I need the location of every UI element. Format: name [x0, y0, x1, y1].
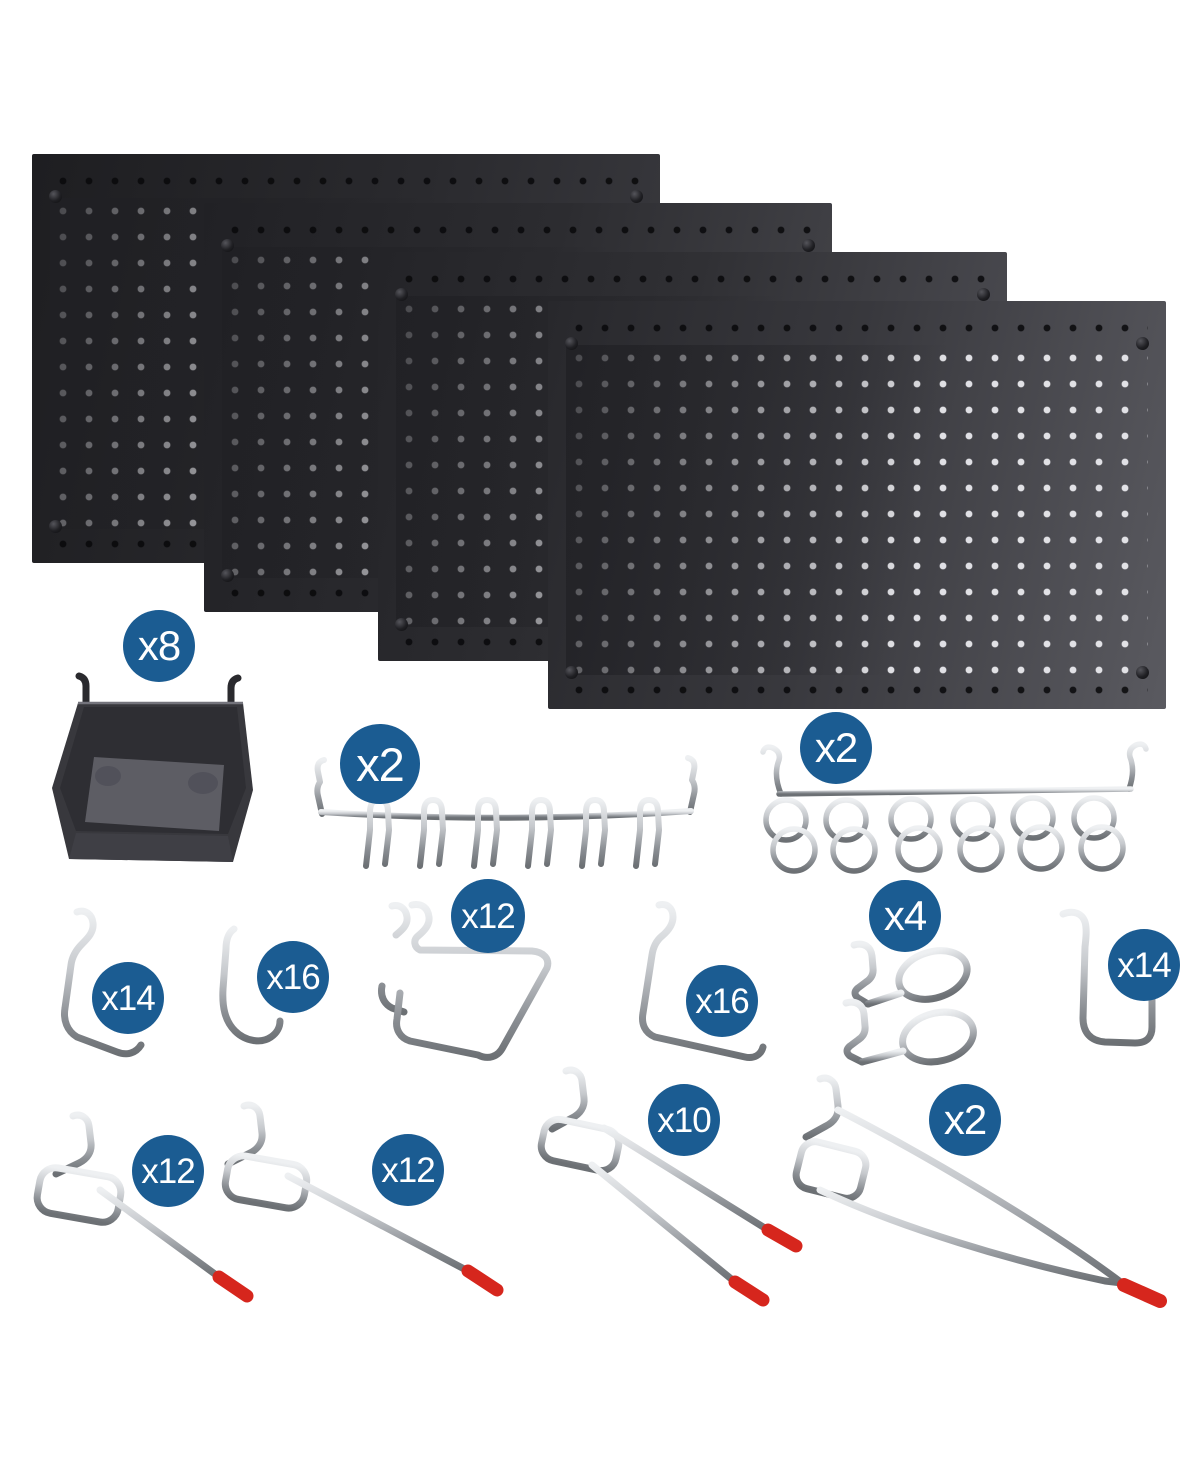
- pegboard-top-holes: [222, 217, 814, 243]
- qty-label: x2: [943, 1096, 987, 1143]
- storage-bin: [52, 672, 253, 862]
- qty-label: x10: [657, 1100, 711, 1140]
- qty-label: x14: [101, 978, 155, 1018]
- red-tip: [1117, 1278, 1167, 1308]
- qty-badge-angle-hook-large: x16: [686, 965, 758, 1037]
- red-tip: [212, 1270, 254, 1303]
- screw-icon: [395, 288, 408, 301]
- qty-badge-peg-hook-short: x12: [132, 1135, 204, 1207]
- j-hook: [219, 925, 284, 1045]
- curved-safety-hook: [393, 901, 552, 1061]
- qty-label: x16: [695, 981, 749, 1021]
- screw-icon: [630, 190, 643, 203]
- curved-safety-hook-rear: [378, 902, 411, 1016]
- curl-loop-hook: [842, 940, 977, 1066]
- qty-label: x8: [137, 622, 181, 669]
- curl-hook-rack: [760, 741, 1149, 874]
- peg-hook-short: [33, 1111, 223, 1281]
- qty-badge-scan-hook-double: x2: [929, 1084, 1001, 1156]
- pegboard-bottom-holes: [566, 677, 1148, 703]
- qty-label: x12: [461, 896, 515, 936]
- red-tip: [728, 1275, 770, 1307]
- qty-badge-angle-hook-small: x14: [92, 962, 164, 1034]
- qty-badge-curl-hook-rack: x2: [800, 712, 872, 784]
- peg-hook-medium: [221, 1101, 472, 1275]
- qty-label: x12: [381, 1150, 435, 1190]
- pegboard-top-holes: [396, 266, 989, 292]
- screw-icon: [49, 190, 62, 203]
- qty-badge-j-hook: x16: [257, 941, 329, 1013]
- square-hook: [1059, 908, 1156, 1047]
- qty-badge-curl-loop-hook: x4: [869, 880, 941, 952]
- qty-badge-square-hook: x14: [1108, 929, 1180, 1001]
- screw-icon: [1136, 666, 1149, 679]
- screw-icon: [802, 239, 815, 252]
- qty-label: x2: [814, 724, 858, 771]
- qty-badge-peg-hook-medium: x12: [372, 1134, 444, 1206]
- angle-hook-small: [61, 907, 145, 1058]
- screw-icon: [565, 337, 578, 350]
- pegboard-hole-grid: [566, 345, 1148, 675]
- screw-icon: [49, 520, 62, 533]
- angle-hook-large: [639, 901, 767, 1061]
- red-tip: [461, 1264, 504, 1297]
- screw-icon: [395, 618, 408, 631]
- screw-icon: [565, 666, 578, 679]
- peg-hook-long: [537, 1066, 772, 1286]
- pegboard-panel-4: [548, 301, 1166, 709]
- qty-label: x16: [266, 957, 320, 997]
- screw-icon: [221, 239, 234, 252]
- qty-badge-peg-hook-long: x10: [648, 1084, 720, 1156]
- qty-label: x2: [356, 737, 405, 791]
- qty-badge-storage-bin: x8: [123, 610, 195, 682]
- qty-badge-curved-safety-hook: x12: [451, 879, 525, 953]
- screw-icon: [977, 288, 990, 301]
- pegboard-top-holes: [566, 315, 1148, 341]
- multi-hook-rack: [314, 755, 698, 869]
- screw-icon: [221, 569, 234, 582]
- qty-badge-multi-hook-rack: x2: [340, 724, 420, 804]
- qty-label: x4: [883, 892, 927, 939]
- scan-hook-double: [792, 1074, 1126, 1287]
- qty-label: x12: [141, 1151, 195, 1191]
- screw-icon: [1136, 337, 1149, 350]
- red-tip: [761, 1223, 803, 1253]
- qty-label: x14: [1117, 945, 1171, 985]
- pegboard-top-holes: [50, 168, 642, 194]
